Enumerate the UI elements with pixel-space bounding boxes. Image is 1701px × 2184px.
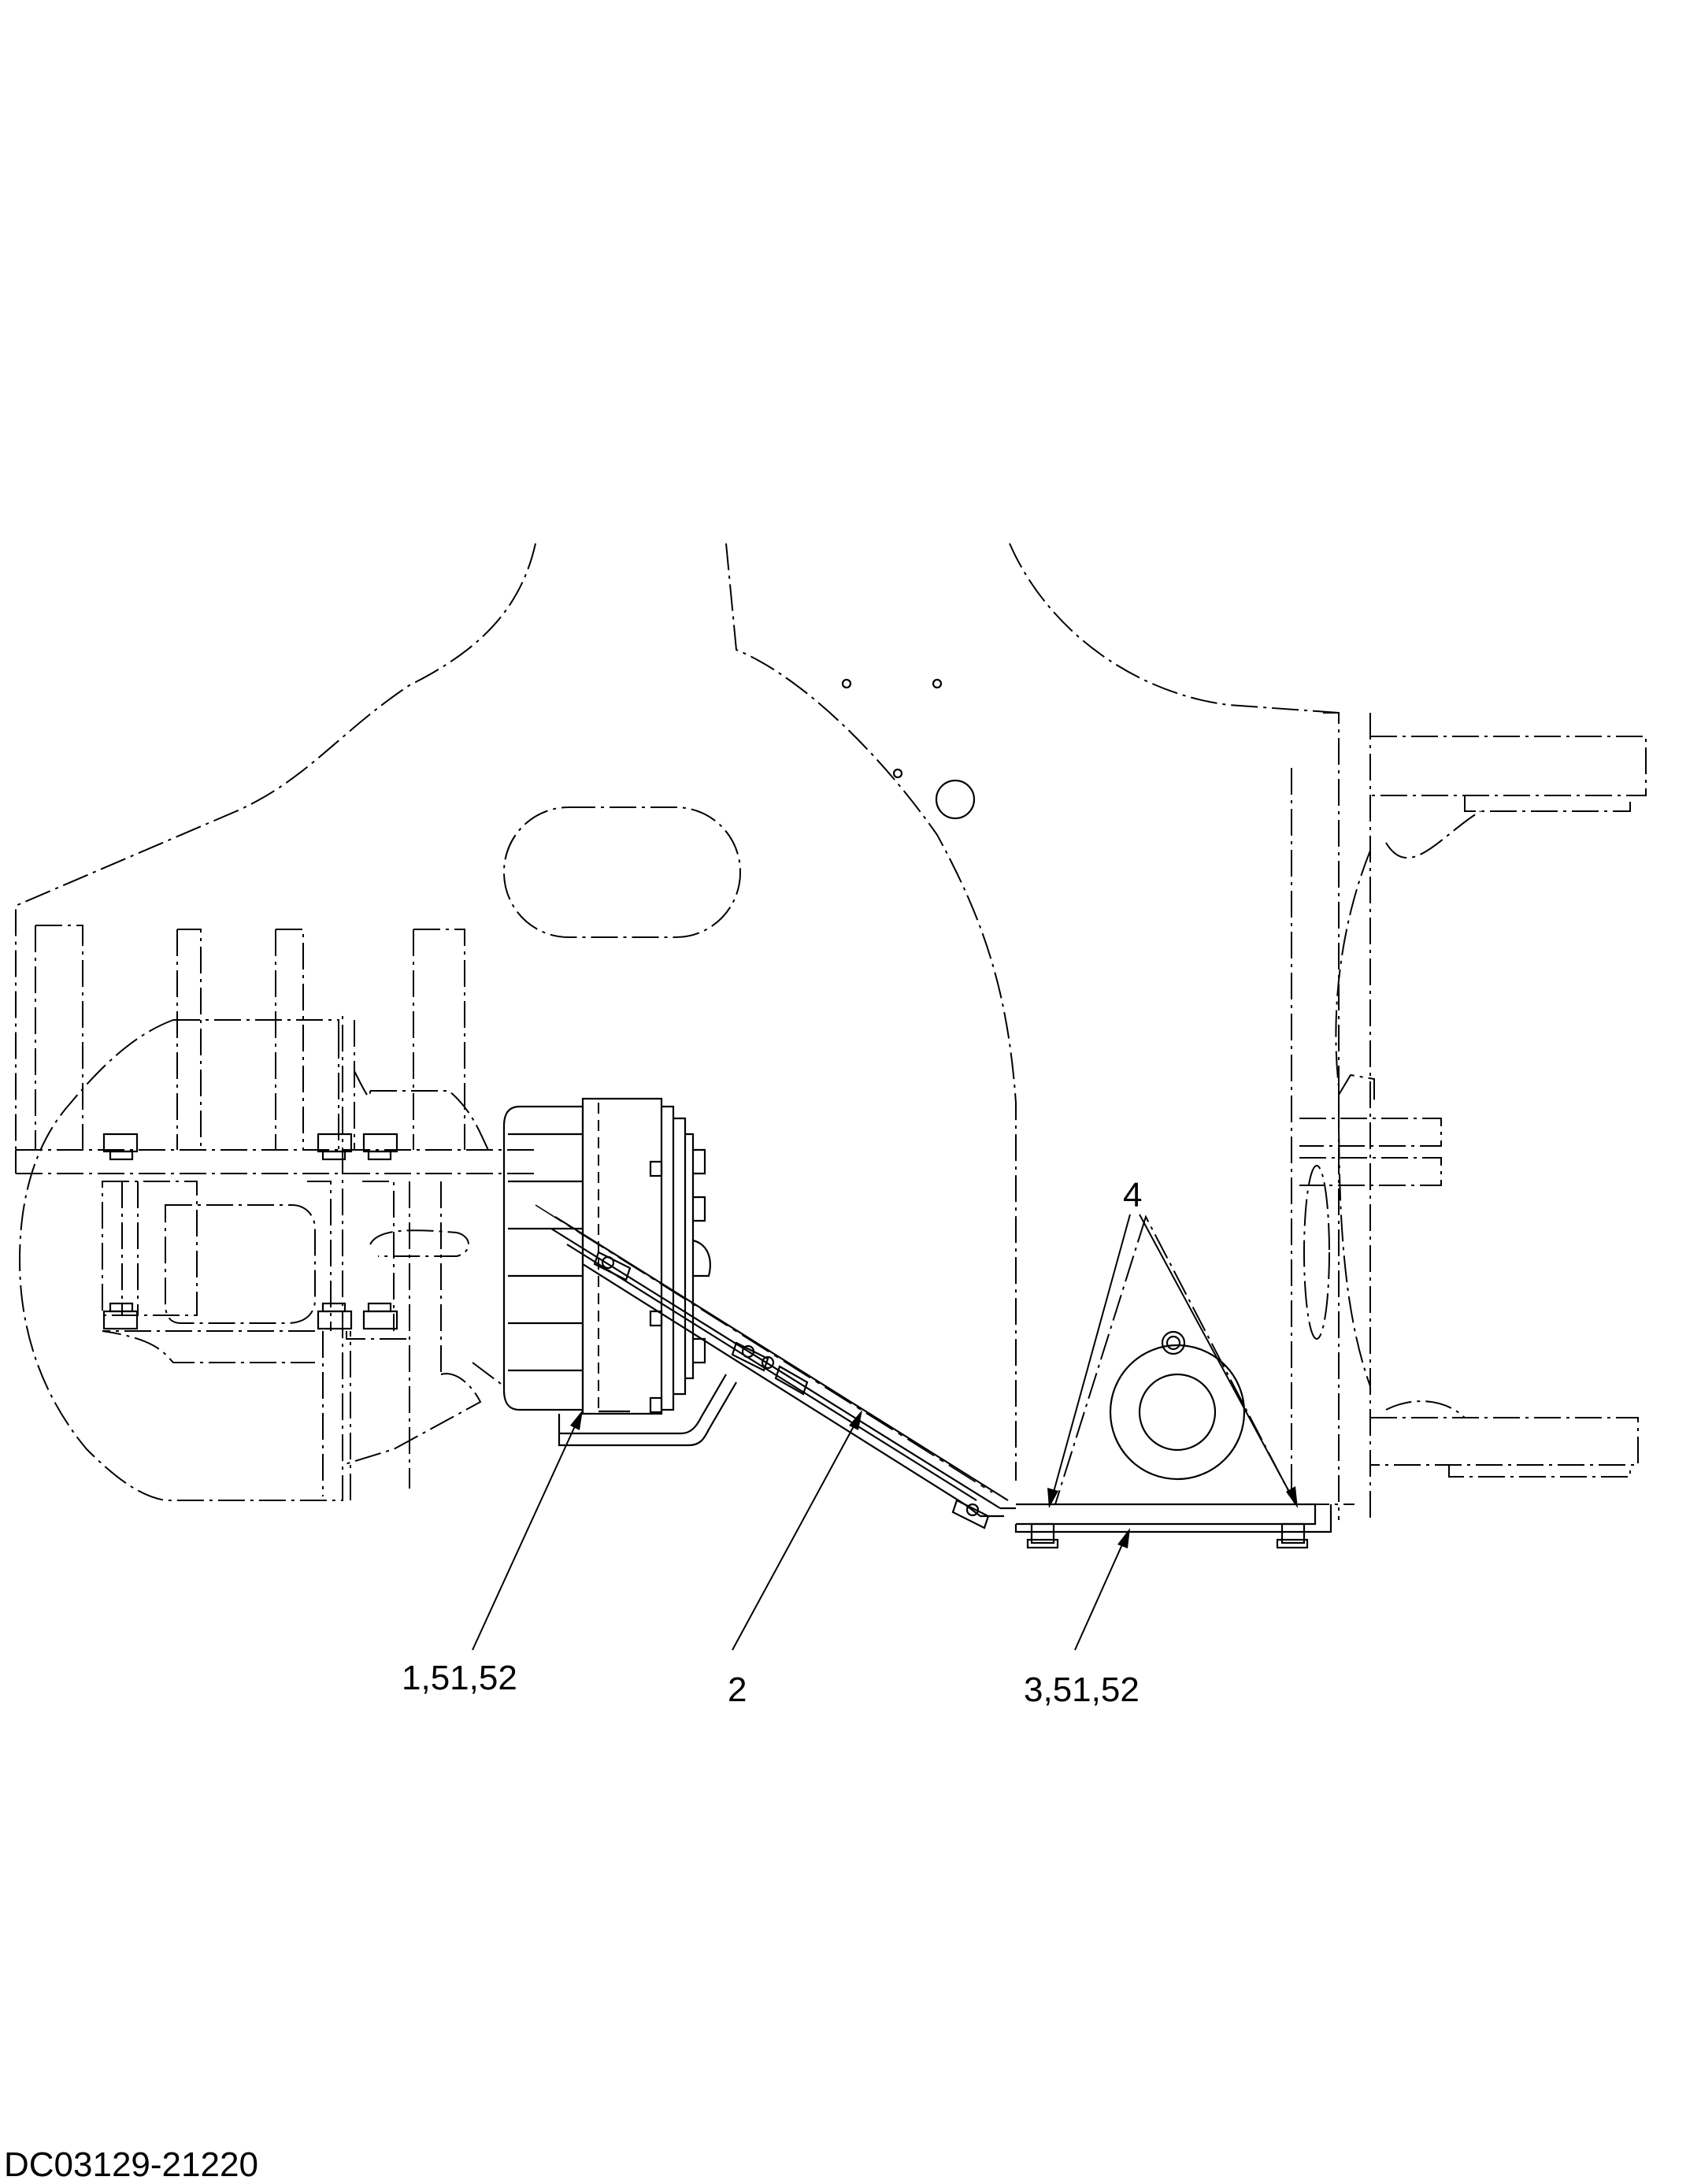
- callout-part-3: 3,51,52: [1024, 1670, 1140, 1709]
- callout-part-4: 4: [1123, 1176, 1142, 1214]
- callout-part-1: 1,51,52: [402, 1659, 517, 1697]
- leader-lines: [472, 1214, 1298, 1651]
- drawing-number: DC03129-21220: [4, 2145, 258, 2184]
- bracket-part-1: [558, 1374, 737, 1447]
- left-assembly: [15, 925, 536, 1501]
- triangular-bracket: [1054, 1214, 1297, 1505]
- diagonal-bracket-part-2: [535, 1204, 1016, 1530]
- finned-component: [502, 1097, 711, 1415]
- frame-outline: [15, 543, 1647, 1520]
- callout-part-2: 2: [728, 1670, 747, 1709]
- bottom-plate-part-3: [1014, 1503, 1354, 1549]
